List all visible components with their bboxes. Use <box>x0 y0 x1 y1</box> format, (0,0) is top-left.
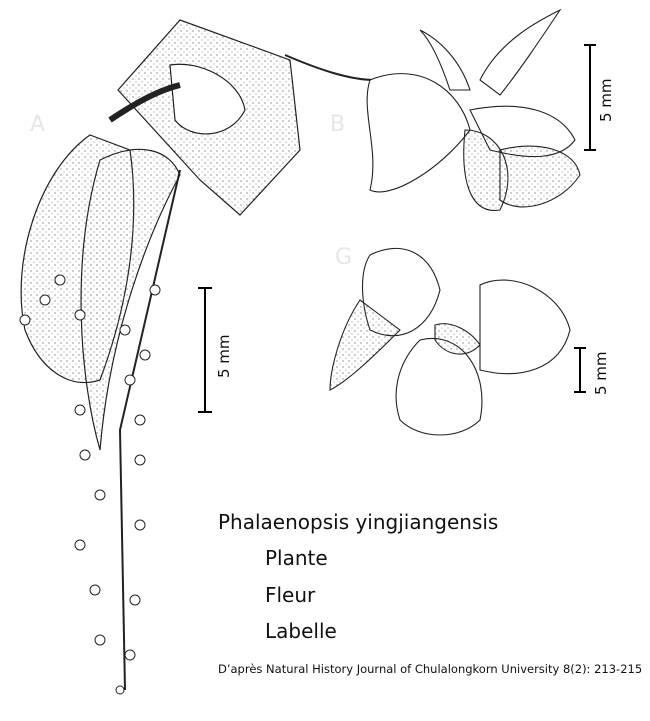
caption-item-fleur: Fleur <box>265 583 316 607</box>
caption-item-labelle: Labelle <box>265 619 337 643</box>
scale-label-labellum: 5 mm <box>592 351 610 395</box>
panel-label-a: A <box>30 112 46 137</box>
species-name: Phalaenopsis yingjiangensis <box>218 510 499 534</box>
caption-item-plante: Plante <box>265 546 328 570</box>
flower-drawing <box>284 8 581 211</box>
flower-clusters <box>19 274 161 695</box>
panel-label-g: G <box>335 245 353 270</box>
plant-drawing <box>20 19 301 691</box>
source-credit: D’après Natural History Journal of Chula… <box>218 662 643 676</box>
scale-label-plant: 5 mm <box>215 334 233 378</box>
panel-label-b: B <box>330 112 346 137</box>
labellum-drawing <box>329 247 571 436</box>
scale-bars <box>198 44 596 413</box>
scale-label-flower: 5 mm <box>597 78 615 122</box>
